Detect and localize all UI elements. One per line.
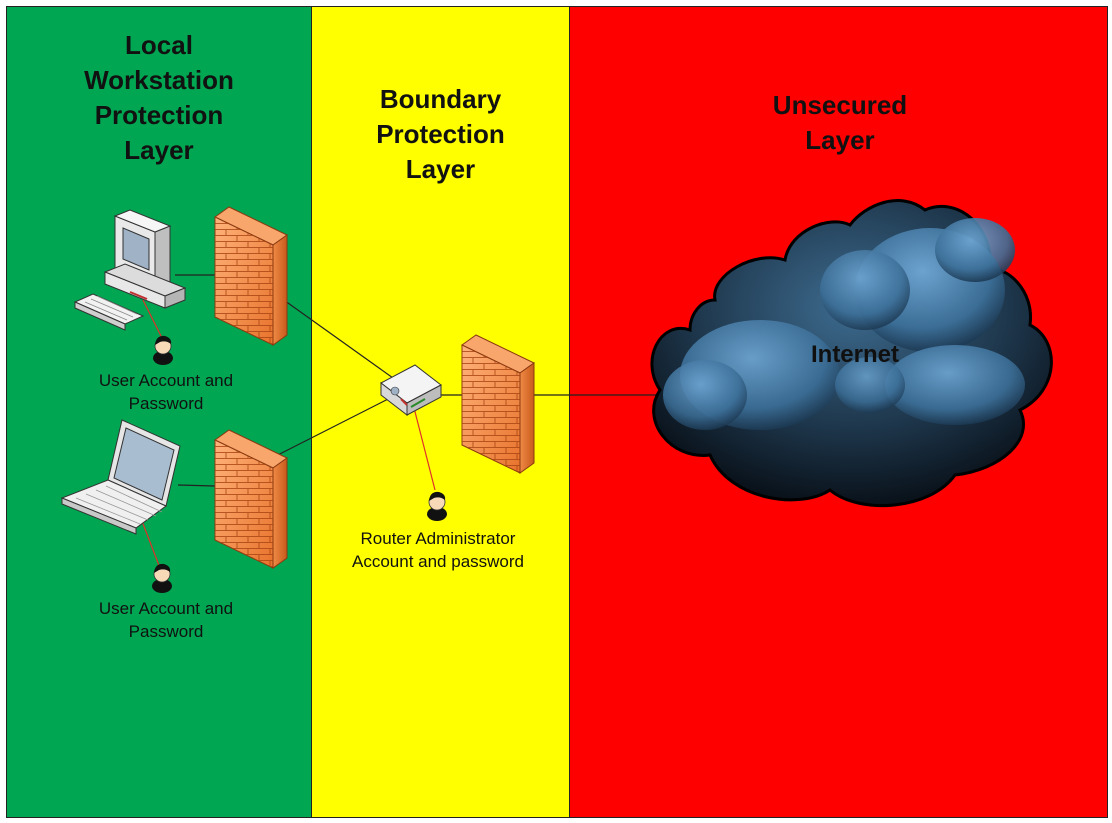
firewall-icon [214,429,288,569]
user-icon [151,563,173,594]
cloud-icon [650,199,1053,508]
firewall-icon [461,334,535,474]
desktop-computer-icon [73,209,187,331]
desktop-user-account-label: User Account and Password [98,371,234,413]
internet-label: Internet [810,341,899,368]
user-icon [426,491,448,522]
router-icon [380,364,442,417]
local-workstation-zone [6,6,312,818]
user-icon [152,335,174,366]
laptop-user-account-label: User Account and Password [98,599,234,641]
boundary-zone-title: Boundary Protection Layer [376,84,505,184]
connections [129,274,660,569]
router-admin-account-label: Router Administrator Account and passwor… [352,529,524,571]
unsecured-zone-title: Unsecured Layer [772,90,908,155]
laptop-icon [60,419,181,535]
firewall-icon [214,206,288,346]
local-zone-title: Local Workstation Protection Layer [84,30,234,165]
